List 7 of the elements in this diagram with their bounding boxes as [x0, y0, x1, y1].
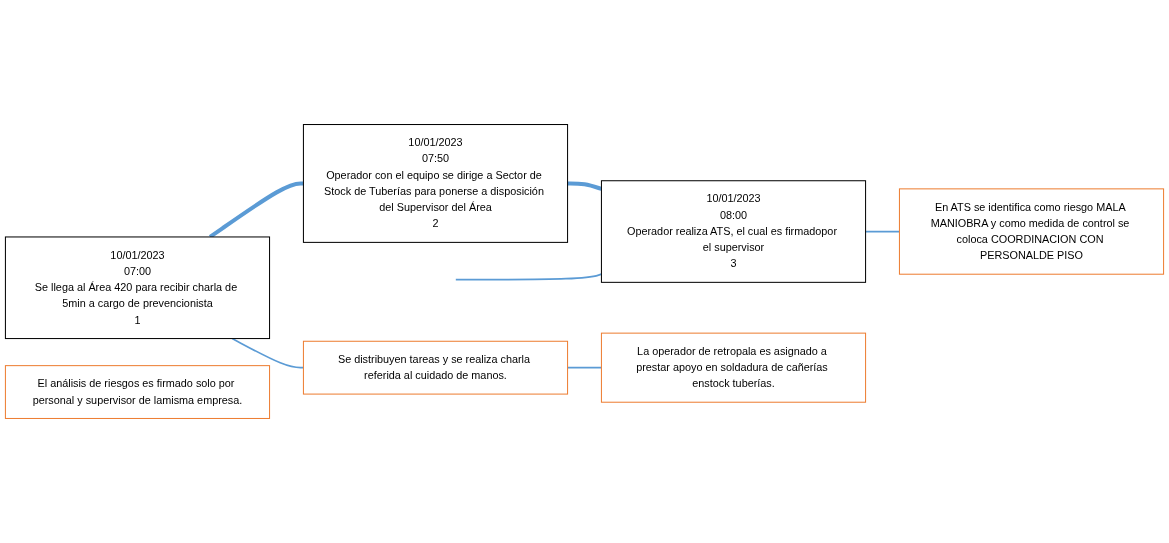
node-box: 10/01/2023 07:00 Se llega al Área 420 para recibir charla de 5min a cargo de prevencionista 1 [4, 236, 271, 340]
node-box: Se distribuyen tareas y se realiza charla referida al cuidado de manos. [302, 340, 569, 395]
node-box: La operador de retropala es asignado a prestar apoyo en soldadura de cañerías enstock tuberías. [600, 332, 867, 403]
node-box: 10/01/2023 07:50 Operador con el equipo se dirige a Sector de Stock de Tuberías para ponerse a disposición del Supervisor del Área 2 [302, 124, 569, 243]
node-box: 10/01/2023 08:00 Operador realiza ATS, el cual es firmadopor el supervisor 3 [600, 180, 867, 283]
node-box: En ATS se identifica como riesgo MALA MANIOBRA y como medida de control se coloca COORDINACION CON PERSONALDE PISO [898, 188, 1165, 275]
node-box: El análisis de riesgos es firmado solo por personal y supervisor de lamisma empresa. [4, 365, 271, 419]
